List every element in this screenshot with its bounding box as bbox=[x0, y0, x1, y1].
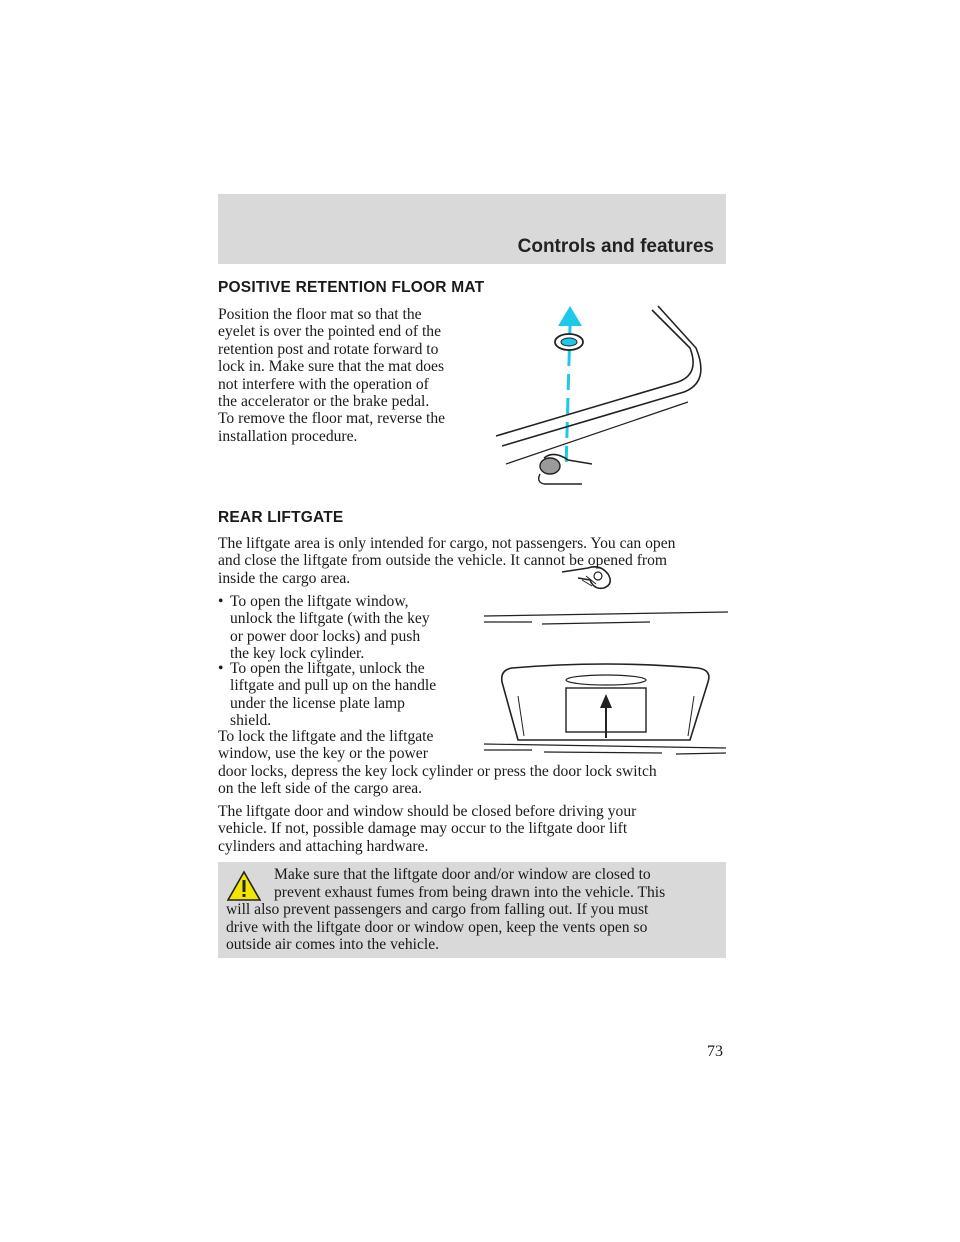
floor-mat-line: To remove the floor mat, reverse the bbox=[218, 410, 446, 428]
bullet-line: liftgate and pull up on the handle bbox=[230, 677, 437, 695]
floor-mat-line: Position the floor mat so that the bbox=[218, 306, 422, 323]
liftgate-intro-line: and close the liftgate from outside the … bbox=[218, 552, 668, 570]
liftgate-heading: REAR LIFTGATE bbox=[218, 509, 344, 526]
bullet-line: shield. bbox=[230, 712, 272, 730]
bullet-item-window: • To open the liftgate window, unlock th… bbox=[218, 593, 478, 663]
warning-box: Make sure that the liftgate door and/or … bbox=[218, 862, 726, 958]
closed-line: The liftgate door and window should be c… bbox=[218, 803, 637, 820]
liftgate-lock-paragraph: To lock the liftgate and the liftgate wi… bbox=[218, 728, 738, 798]
floor-mat-line: not interfere with the operation of bbox=[218, 375, 429, 393]
floor-mat-line: lock in. Make sure that the mat does bbox=[218, 358, 445, 376]
license-plate-lamp-shield bbox=[500, 663, 710, 741]
warning-line: prevent exhaust fumes from being drawn i… bbox=[274, 883, 666, 901]
bullet-marker: • bbox=[218, 660, 224, 677]
liftgate-window-illustration bbox=[483, 566, 729, 625]
header-band: Controls and features bbox=[218, 194, 726, 264]
floor-mat-edge bbox=[495, 309, 694, 437]
warning-line: drive with the liftgate door or window o… bbox=[226, 918, 648, 936]
arrow-up-icon bbox=[558, 306, 582, 326]
floor-mat-paragraph: Position the floor mat so that the eyele… bbox=[218, 306, 445, 445]
page-number: 73 bbox=[707, 1043, 723, 1060]
section-title: Controls and features bbox=[517, 236, 714, 257]
floor-mat-line: retention post and rotate forward to bbox=[218, 340, 439, 358]
liftgate-closed-paragraph: The liftgate door and window should be c… bbox=[218, 803, 738, 855]
bullet-marker: • bbox=[218, 593, 224, 610]
bullet-line: To open the liftgate window, bbox=[230, 593, 409, 610]
floor-mat-line: eyelet is over the pointed end of the bbox=[218, 323, 442, 341]
warning-line: outside air comes into the vehicle. bbox=[226, 936, 440, 954]
bullet-line: To open the liftgate, unlock the bbox=[230, 660, 425, 677]
warning-line: Make sure that the liftgate door and/or … bbox=[274, 866, 651, 883]
liftgate-intro-line: inside the cargo area. bbox=[218, 569, 351, 587]
lock-line: door locks, depress the key lock cylinde… bbox=[218, 762, 657, 780]
floor-mat-heading: POSITIVE RETENTION FLOOR MAT bbox=[218, 279, 485, 296]
lock-line: To lock the liftgate and the liftgate bbox=[218, 728, 434, 745]
liftgate-handle-illustration bbox=[483, 663, 727, 755]
liftgate-intro: The liftgate area is only intended for c… bbox=[218, 535, 738, 587]
lock-line: on the left side of the cargo area. bbox=[218, 780, 423, 798]
bullet-line: the key lock cylinder. bbox=[230, 645, 365, 663]
liftgate-intro-line: The liftgate area is only intended for c… bbox=[218, 535, 676, 552]
closed-line: cylinders and attaching hardware. bbox=[218, 837, 429, 855]
bullet-item-liftgate: • To open the liftgate, unlock the liftg… bbox=[218, 660, 478, 730]
bullet-line: unlock the liftgate (with the key bbox=[230, 610, 430, 628]
bullet-line: or power door locks) and push bbox=[230, 627, 421, 645]
key-lock-cylinder-icon bbox=[561, 566, 612, 590]
lock-line: window, use the key or the power bbox=[218, 745, 428, 763]
floor-mat-line: installation procedure. bbox=[218, 427, 358, 445]
retention-post bbox=[543, 453, 593, 465]
warning-text: Make sure that the liftgate door and/or … bbox=[226, 866, 720, 954]
arrow-up-icon bbox=[600, 694, 612, 708]
bullet-line: under the license plate lamp bbox=[230, 694, 405, 712]
floor-mat-illustration bbox=[495, 305, 702, 485]
warning-triangle-icon bbox=[226, 870, 262, 901]
floor-mat-line: the accelerator or the brake pedal. bbox=[218, 393, 430, 411]
closed-line: vehicle. If not, possible damage may occ… bbox=[218, 820, 628, 838]
warning-line: will also prevent passengers and cargo f… bbox=[226, 901, 649, 919]
